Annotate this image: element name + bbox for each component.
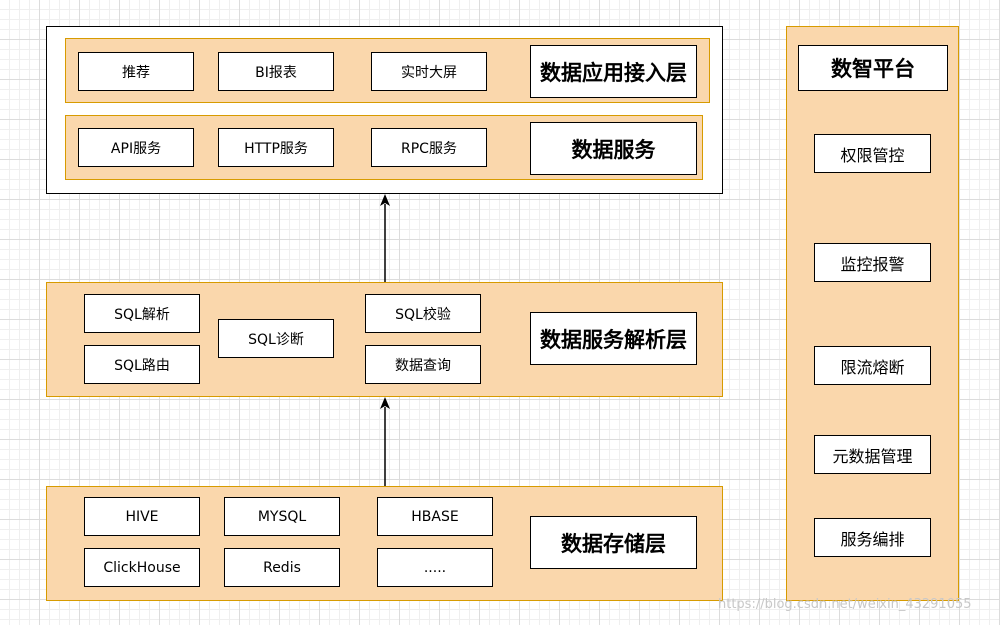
storage-item-mysql: MYSQL [224,497,340,536]
platform-column [786,26,959,601]
parse-item-data-query: 数据查询 [365,345,481,384]
parse-item-sql-diagnose: SQL诊断 [218,319,334,358]
storage-item-clickhouse: ClickHouse [84,548,200,587]
arrow-storage-to-parse [380,397,390,486]
service-item-rpc: RPC服务 [371,128,487,167]
storage-layer-title: 数据存储层 [530,516,697,569]
watermark: https://blog.csdn.net/weixin_43291055 [718,597,972,612]
storage-item-hbase: HBASE [377,497,493,536]
parse-item-sql-validate: SQL校验 [365,294,481,333]
platform-item-metadata: 元数据管理 [814,435,931,474]
service-item-http: HTTP服务 [218,128,334,167]
app-item-realtime-screen: 实时大屏 [371,52,487,91]
app-item-recommend: 推荐 [78,52,194,91]
platform-item-orchestration: 服务编排 [814,518,931,557]
parse-item-sql-route: SQL路由 [84,345,200,384]
platform-item-permission: 权限管控 [814,134,931,173]
app-layer-title: 数据应用接入层 [530,45,697,98]
app-item-bi-report: BI报表 [218,52,334,91]
arrow-parse-to-service [380,194,390,282]
storage-item-more: ..... [377,548,493,587]
platform-item-monitor-alert: 监控报警 [814,243,931,282]
platform-item-rate-limit: 限流熔断 [814,346,931,385]
parse-item-sql-parse: SQL解析 [84,294,200,333]
parse-layer-title: 数据服务解析层 [530,312,697,365]
service-layer-title: 数据服务 [530,122,697,175]
storage-item-hive: HIVE [84,497,200,536]
platform-title: 数智平台 [798,45,948,91]
service-item-api: API服务 [78,128,194,167]
storage-item-redis: Redis [224,548,340,587]
